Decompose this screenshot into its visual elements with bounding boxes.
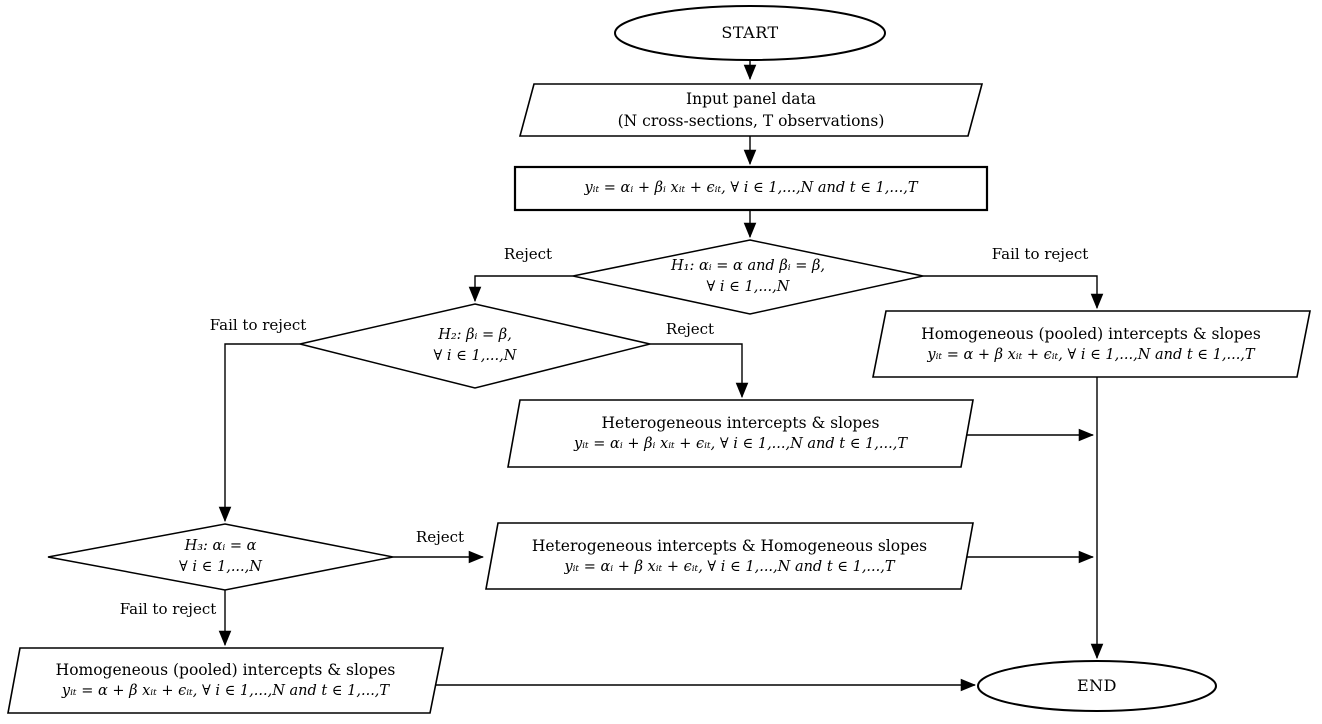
arrow-h1-fail-to-pooled <box>923 275 1104 310</box>
mixed-parallelogram <box>485 522 974 590</box>
connectors <box>218 61 1104 692</box>
arrow-h2-reject-to-hetero <box>650 343 749 399</box>
h2-diamond <box>299 303 651 389</box>
input-parallelogram <box>518 83 984 137</box>
node-shapes <box>7 5 1311 714</box>
model-rect <box>513 165 989 212</box>
arrow-h1-reject-to-h2 <box>468 275 573 303</box>
pooled-bottom-parallelogram <box>7 647 444 714</box>
hetero-parallelogram <box>507 399 974 468</box>
arrow-h2-fail-to-h3 <box>218 343 300 523</box>
start-ellipse <box>614 5 886 61</box>
end-ellipse <box>977 660 1217 712</box>
h1-diamond <box>572 239 924 315</box>
pooled-right-parallelogram <box>872 310 1311 378</box>
h3-diamond <box>47 523 394 591</box>
